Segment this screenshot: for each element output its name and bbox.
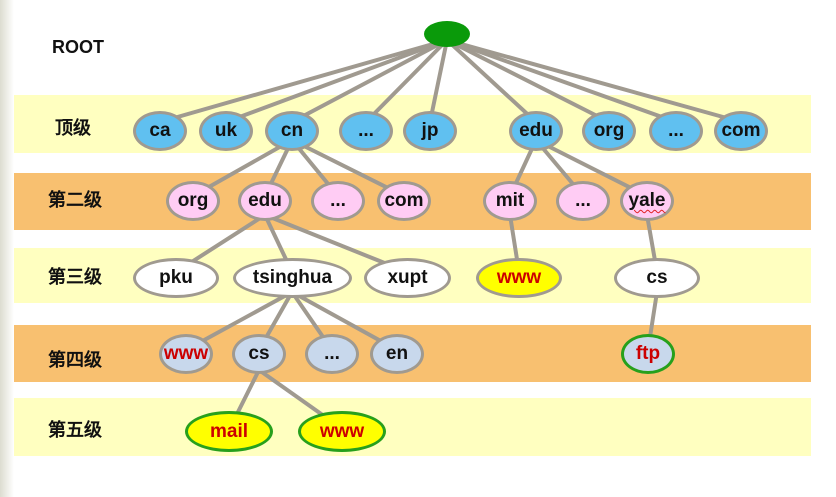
level1-label: 顶级 bbox=[55, 118, 91, 139]
edge-root-ellipsis1 bbox=[364, 38, 449, 124]
node-cs-www: www bbox=[298, 411, 386, 452]
node-yale: yale bbox=[620, 181, 674, 221]
node-uk: uk bbox=[199, 111, 253, 151]
node-xupt: xupt bbox=[364, 258, 451, 298]
node-com: com bbox=[714, 111, 768, 151]
node-tsinghua-ellipsis: ... bbox=[305, 334, 359, 374]
edge-root-edu bbox=[445, 38, 538, 124]
level3-label: 第三级 bbox=[48, 267, 102, 288]
node-tsinghua: tsinghua bbox=[233, 258, 352, 298]
level5-label: 第五级 bbox=[48, 420, 102, 441]
root-node bbox=[424, 21, 470, 47]
left-shading bbox=[0, 0, 14, 497]
edge-root-org bbox=[445, 38, 611, 124]
node-level1-ellipsis-2: ... bbox=[649, 111, 703, 151]
node-cn-org: org bbox=[166, 181, 220, 221]
edge-root-jp bbox=[428, 38, 449, 124]
node-cn-ellipsis: ... bbox=[311, 181, 365, 221]
node-tsinghua-en: en bbox=[370, 334, 424, 374]
edge-root-uk bbox=[224, 38, 449, 124]
node-level1-ellipsis-1: ... bbox=[339, 111, 393, 151]
node-org: org bbox=[582, 111, 636, 151]
root-label: ROOT bbox=[52, 37, 104, 57]
node-tsinghua-cs: cs bbox=[232, 334, 286, 374]
node-mail: mail bbox=[185, 411, 273, 452]
node-ftp: ftp bbox=[621, 334, 675, 374]
node-cn: cn bbox=[265, 111, 319, 151]
node-pku: pku bbox=[133, 258, 219, 298]
node-ca: ca bbox=[133, 111, 187, 151]
node-yale-cs: cs bbox=[614, 258, 700, 298]
edge-root-com bbox=[445, 38, 743, 124]
level2-label: 第二级 bbox=[48, 190, 102, 211]
node-edu-ellipsis: ... bbox=[556, 181, 610, 221]
node-mit: mit bbox=[483, 181, 537, 221]
node-mit-www: www bbox=[476, 258, 562, 298]
node-jp: jp bbox=[403, 111, 457, 151]
node-yale-text: yale bbox=[628, 190, 666, 211]
level4-label: 第四级 bbox=[48, 350, 102, 371]
node-tsinghua-www: www bbox=[159, 334, 213, 374]
node-edu: edu bbox=[509, 111, 563, 151]
edge-root-cn bbox=[290, 38, 449, 124]
node-cn-edu: edu bbox=[238, 181, 292, 221]
edge-root-ca bbox=[158, 38, 449, 124]
band-fifth-level bbox=[14, 398, 811, 456]
node-cn-com: com bbox=[377, 181, 431, 221]
edge-root-ellipsis2 bbox=[445, 38, 678, 124]
